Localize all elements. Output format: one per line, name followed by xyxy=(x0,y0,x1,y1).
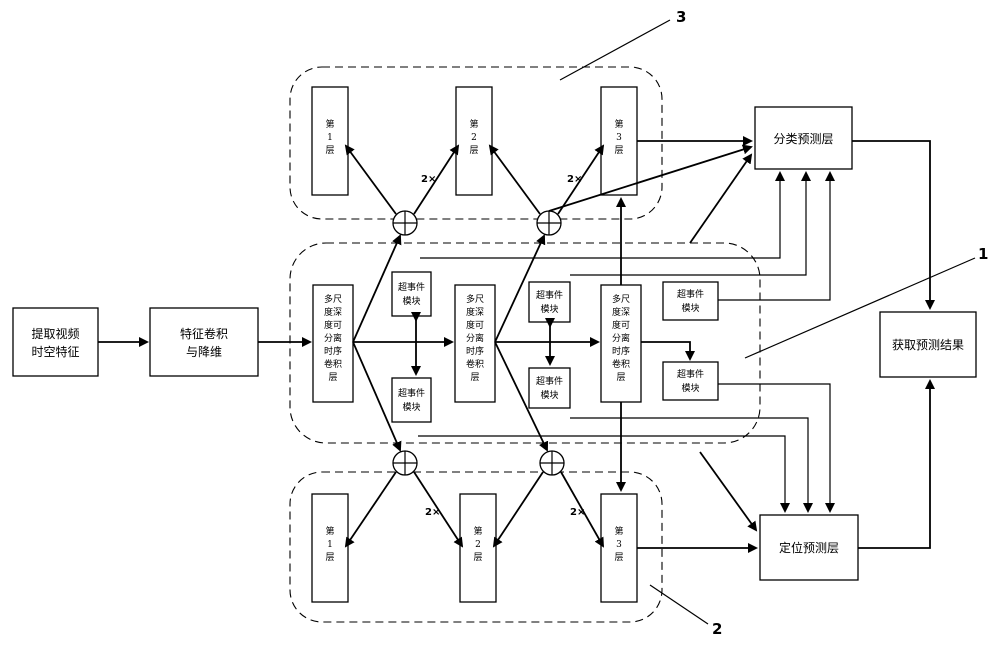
svg-text:层: 层 xyxy=(325,145,334,156)
svg-text:获取预测结果: 获取预测结果 xyxy=(892,338,964,352)
svg-text:分离: 分离 xyxy=(324,332,342,344)
locate-prediction-box: 定位预测层 xyxy=(759,514,859,581)
svg-text:第: 第 xyxy=(325,525,334,537)
upsample-label-top-2: 2× xyxy=(567,174,582,185)
group-1-dashed xyxy=(289,242,761,444)
svg-text:1: 1 xyxy=(327,133,333,143)
svg-text:超事件: 超事件 xyxy=(536,289,563,301)
callout-3: 3 xyxy=(676,8,686,26)
svg-text:超事件: 超事件 xyxy=(398,387,425,399)
svg-text:第: 第 xyxy=(473,525,482,537)
svg-text:层: 层 xyxy=(616,372,625,383)
sum-circle-bottom-1 xyxy=(392,450,418,476)
super-event-module-2b: 超事件 模块 xyxy=(528,367,571,409)
svg-text:时空特征: 时空特征 xyxy=(31,344,79,359)
msconv-layer-1: 多尺 度深 度可 分离 时序 卷积 层 xyxy=(312,284,354,403)
callout-1-leader xyxy=(744,257,976,359)
callout-2: 2 xyxy=(712,620,722,638)
svg-text:第: 第 xyxy=(614,525,623,537)
svg-text:度可: 度可 xyxy=(324,319,342,331)
svg-text:多尺: 多尺 xyxy=(324,293,342,305)
svg-text:3: 3 xyxy=(616,133,622,143)
top-layer-2-box: 第 2 层 xyxy=(455,86,493,196)
svg-text:3: 3 xyxy=(616,540,622,550)
svg-text:定位预测层: 定位预测层 xyxy=(779,540,839,555)
super-event-module-2a: 超事件 模块 xyxy=(528,281,571,323)
super-event-module-3a: 超事件 模块 xyxy=(662,281,719,321)
svg-text:第: 第 xyxy=(325,118,334,130)
svg-text:层: 层 xyxy=(325,552,334,563)
super-event-module-1b: 超事件 模块 xyxy=(391,377,432,423)
svg-text:分离: 分离 xyxy=(466,332,484,344)
callout-3-leader xyxy=(559,19,671,81)
svg-text:层: 层 xyxy=(469,145,478,156)
svg-text:度深: 度深 xyxy=(466,306,484,318)
top-layer-3-box: 第 3 层 xyxy=(600,86,638,196)
svg-text:层: 层 xyxy=(470,372,479,383)
svg-text:多尺: 多尺 xyxy=(612,293,630,305)
upsample-label-top-1: 2× xyxy=(421,174,436,185)
callout-1: 1 xyxy=(978,245,988,263)
bottom-layer-2-box: 第 2 层 xyxy=(459,493,497,603)
svg-text:1: 1 xyxy=(327,540,333,550)
svg-text:模块: 模块 xyxy=(402,401,420,413)
svg-text:层: 层 xyxy=(473,552,482,563)
svg-text:层: 层 xyxy=(614,552,623,563)
svg-text:度可: 度可 xyxy=(466,319,484,331)
sum-circle-bottom-2 xyxy=(539,450,565,476)
svg-text:与降维: 与降维 xyxy=(186,345,222,359)
super-event-module-1a: 超事件 模块 xyxy=(391,271,432,317)
svg-text:超事件: 超事件 xyxy=(536,375,563,387)
svg-text:模块: 模块 xyxy=(681,382,699,394)
svg-text:2: 2 xyxy=(471,133,477,143)
svg-text:卷积: 卷积 xyxy=(612,358,630,370)
svg-text:超事件: 超事件 xyxy=(398,281,425,293)
sum-circle-top-1 xyxy=(392,210,418,236)
top-layer-1-box: 第 1 层 xyxy=(311,86,349,196)
bottom-layer-1-box: 第 1 层 xyxy=(311,493,349,603)
upsample-label-bottom-1: 2× xyxy=(425,507,440,518)
conv-reduce-box: 特征卷积 与降维 xyxy=(149,307,259,377)
svg-text:卷积: 卷积 xyxy=(324,358,342,370)
bottom-layer-3-box: 第 3 层 xyxy=(600,493,638,603)
svg-text:超事件: 超事件 xyxy=(677,288,704,300)
svg-text:模块: 模块 xyxy=(540,389,558,401)
upsample-label-bottom-2: 2× xyxy=(570,507,585,518)
extract-features-box: 提取视频 时空特征 xyxy=(12,307,99,377)
svg-text:多尺: 多尺 xyxy=(466,293,484,305)
classify-prediction-box: 分类预测层 xyxy=(754,106,853,170)
svg-text:超事件: 超事件 xyxy=(677,368,704,380)
svg-text:分类预测层: 分类预测层 xyxy=(773,132,833,146)
svg-text:度深: 度深 xyxy=(324,306,342,318)
svg-text:度可: 度可 xyxy=(612,319,630,331)
svg-text:层: 层 xyxy=(328,372,337,383)
svg-text:模块: 模块 xyxy=(540,303,558,315)
result-box: 获取预测结果 xyxy=(879,311,977,378)
svg-text:时序: 时序 xyxy=(324,345,342,357)
svg-text:提取视频: 提取视频 xyxy=(31,326,79,341)
svg-text:2: 2 xyxy=(475,540,481,550)
svg-text:层: 层 xyxy=(614,145,623,156)
group-3-dashed xyxy=(289,66,663,220)
svg-text:第: 第 xyxy=(614,118,623,130)
svg-text:时序: 时序 xyxy=(612,345,630,357)
svg-text:第: 第 xyxy=(469,118,478,130)
svg-text:时序: 时序 xyxy=(466,345,484,357)
svg-text:特征卷积: 特征卷积 xyxy=(180,326,228,341)
msconv-layer-3: 多尺 度深 度可 分离 时序 卷积 层 xyxy=(600,284,642,403)
sum-circle-top-2 xyxy=(536,210,562,236)
svg-text:模块: 模块 xyxy=(402,295,420,307)
svg-text:卷积: 卷积 xyxy=(466,358,484,370)
svg-text:模块: 模块 xyxy=(681,302,699,314)
super-event-module-3b: 超事件 模块 xyxy=(662,361,719,401)
msconv-layer-2: 多尺 度深 度可 分离 时序 卷积 层 xyxy=(454,284,496,403)
svg-text:分离: 分离 xyxy=(612,332,630,344)
callout-2-leader xyxy=(649,584,709,625)
svg-text:度深: 度深 xyxy=(612,306,630,318)
